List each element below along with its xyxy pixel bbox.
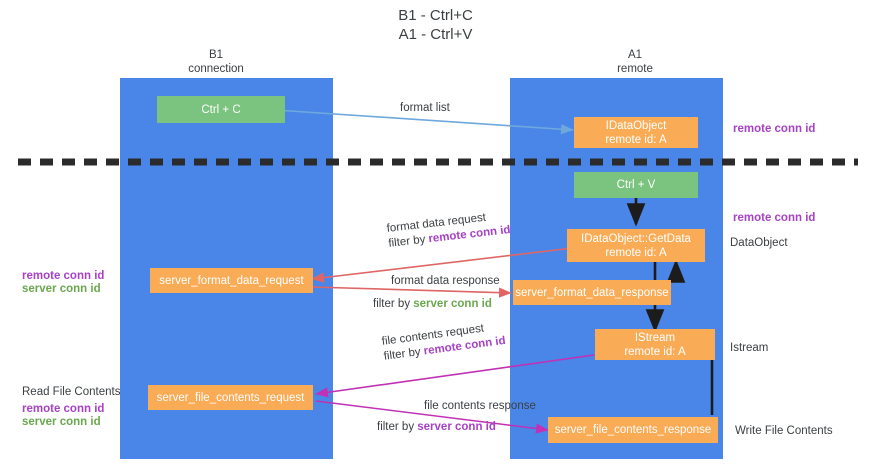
lane-header-a1: A1 remote	[555, 48, 715, 76]
title-line-1: B1 - Ctrl+C	[398, 7, 473, 24]
node-server-file-contents-response-label: server_file_contents_response	[554, 424, 712, 436]
page-title: B1 - Ctrl+C A1 - Ctrl+V	[0, 6, 871, 44]
node-server-format-data-response-label: server_format_data_response	[515, 286, 669, 299]
node-istream-line2: remote id: A	[624, 345, 686, 358]
lane-header-b1-line1: B1	[208, 49, 224, 61]
edge-label-file-contents-request: file contents request filter by remote c…	[381, 319, 507, 365]
node-server-file-contents-request-label: server_file_contents_request	[156, 391, 305, 404]
edge-label-file-contents-response: file contents response	[424, 399, 536, 414]
node-idataobject[interactable]: IDataObject remote id: A	[574, 117, 698, 148]
edge-label-file-contents-response-text: file contents response	[424, 400, 536, 412]
node-ctrl-v-label: Ctrl + V	[616, 179, 656, 191]
node-idataobject-line1: IDataObject	[605, 119, 667, 132]
lane-header-b1-line2: connection	[188, 63, 244, 75]
lane-header-a1-line2: remote	[617, 63, 653, 75]
side-label-read-file-contents: Read File Contents	[22, 386, 121, 398]
edge-label-format-list: format list	[400, 101, 450, 116]
filter-key-server-conn-id-2: server conn id	[417, 421, 496, 433]
node-getdata-line1: IDataObject::GetData	[581, 232, 691, 245]
node-server-format-data-response[interactable]: server_format_data_response	[513, 280, 671, 305]
node-getdata-line2: remote id: A	[605, 246, 667, 259]
node-ctrl-c[interactable]: Ctrl + C	[157, 96, 285, 123]
node-server-format-data-request-label: server_format_data_request	[159, 274, 304, 287]
node-getdata[interactable]: IDataObject::GetData remote id: A	[567, 229, 705, 262]
side-label-write-file-contents: Write File Contents	[735, 425, 833, 437]
node-istream-line1: IStream	[634, 331, 676, 344]
filter-key-server-conn-id: server conn id	[413, 298, 492, 310]
node-istream[interactable]: IStream remote id: A	[595, 329, 715, 360]
edge-label-file-contents-response-filter: filter by server conn id	[377, 421, 496, 433]
lane-header-b1: B1 connection	[136, 48, 296, 76]
side-label-left-remote-conn-id-1: remote conn id	[22, 270, 105, 282]
edge-label-format-data-response-text: format data response	[391, 275, 500, 287]
node-server-format-data-request[interactable]: server_format_data_request	[150, 268, 313, 293]
edge-label-format-data-response: format data response filter by server co…	[373, 274, 500, 312]
node-ctrl-c-label: Ctrl + C	[201, 103, 241, 116]
lane-header-a1-line1: A1	[627, 49, 643, 61]
side-label-remote-conn-id-2: remote conn id	[733, 212, 816, 224]
side-label-remote-conn-id-1: remote conn id	[733, 123, 816, 135]
node-ctrl-v[interactable]: Ctrl + V	[574, 172, 698, 198]
edge-label-format-data-response-filter: filter by server conn id	[373, 298, 492, 310]
title-line-2: A1 - Ctrl+V	[398, 26, 473, 43]
side-label-left-server-conn-id-2: server conn id	[22, 416, 101, 428]
edge-label-format-list-text: format list	[400, 102, 450, 114]
node-server-file-contents-response[interactable]: server_file_contents_response	[548, 417, 718, 443]
node-idataobject-line2: remote id: A	[605, 133, 667, 146]
side-label-left-server-conn-id-1: server conn id	[22, 283, 101, 295]
side-label-left-remote-conn-id-2: remote conn id	[22, 403, 105, 415]
side-label-dataobject: DataObject	[730, 237, 788, 249]
node-server-file-contents-request[interactable]: server_file_contents_request	[148, 385, 313, 410]
side-label-istream: Istream	[730, 342, 769, 354]
edge-label-format-data-request: format data request filter by remote con…	[386, 208, 511, 252]
